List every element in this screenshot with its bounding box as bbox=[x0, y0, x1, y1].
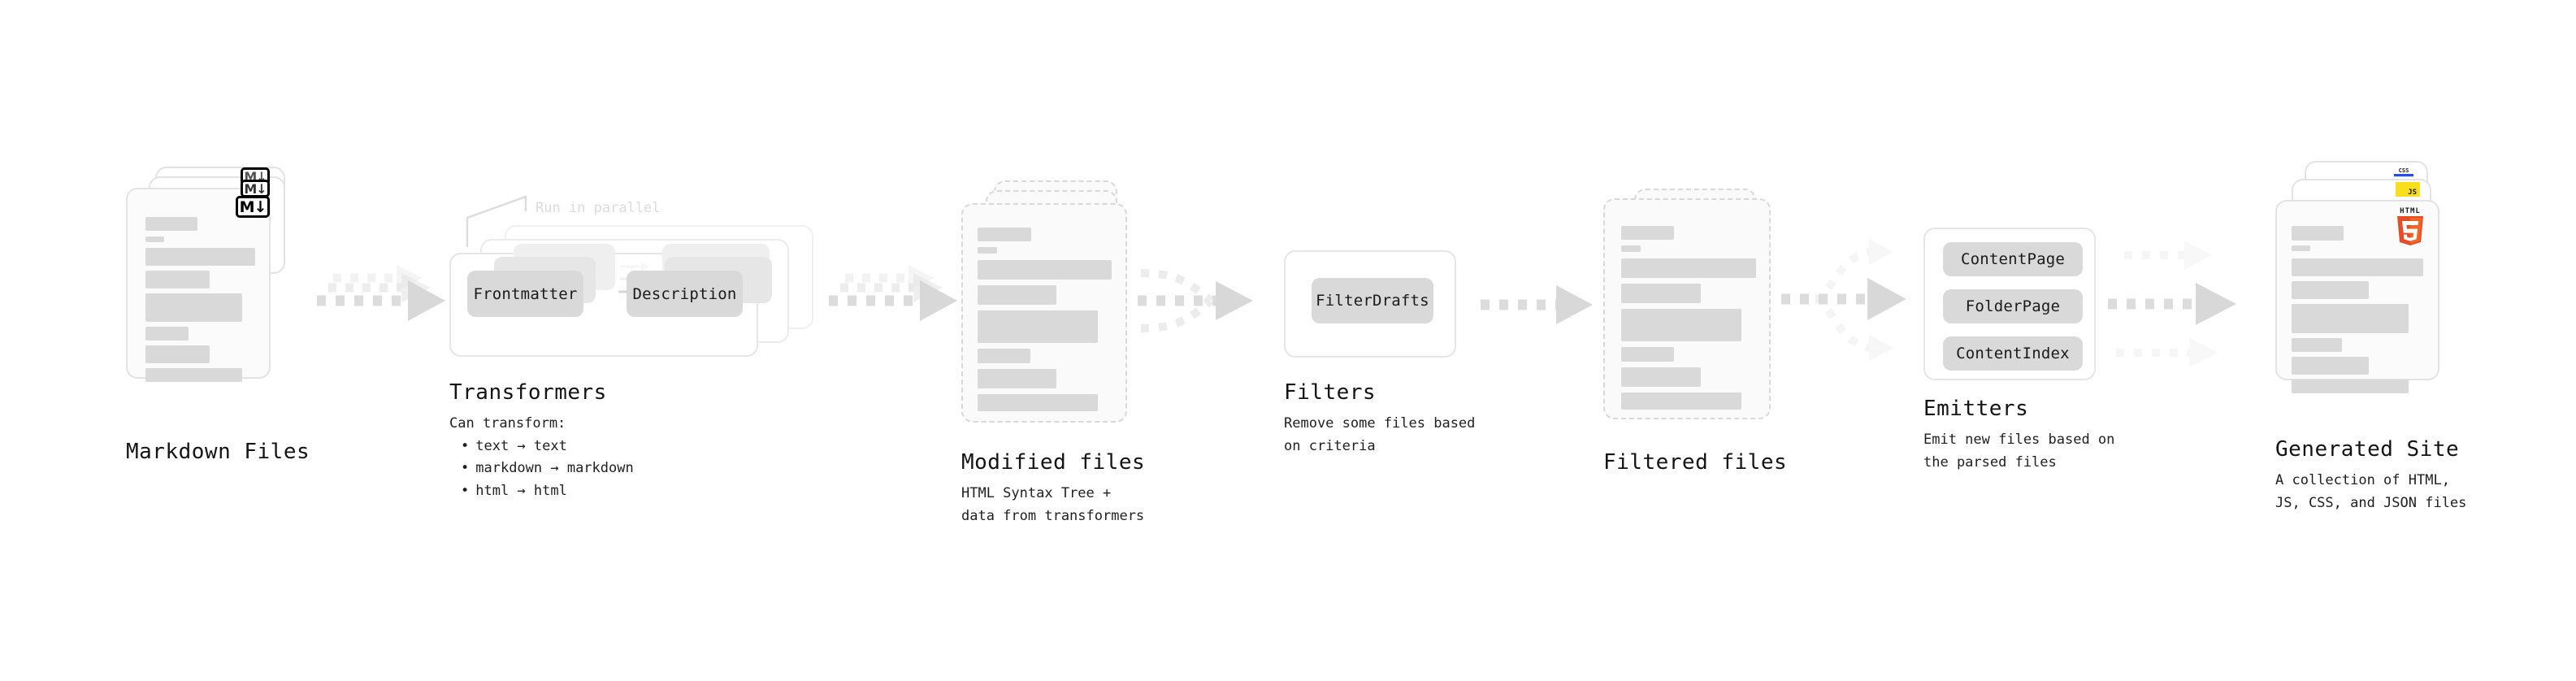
markdown-icon-back-1: M↓ bbox=[241, 180, 270, 197]
doc-bar bbox=[145, 271, 210, 288]
svg-text:JS: JS bbox=[2408, 189, 2417, 197]
connector-transformers-to-modified bbox=[829, 265, 957, 321]
doc-bar bbox=[978, 349, 1030, 363]
doc-bar bbox=[978, 260, 1112, 280]
doc-bar bbox=[2292, 226, 2344, 241]
transformers-description-head: Can transform: bbox=[449, 415, 566, 432]
filtered-files-stack bbox=[1603, 189, 1782, 440]
transformers-title: Transformers bbox=[449, 380, 607, 405]
generated-site-title: Generated Site bbox=[2275, 437, 2460, 462]
doc-bar bbox=[2292, 304, 2409, 333]
doc-bar bbox=[978, 228, 1031, 241]
run-in-parallel-label: Run in parallel bbox=[536, 200, 661, 216]
doc-bar bbox=[1621, 245, 1641, 252]
transformer-chip-description[interactable]: Description bbox=[627, 271, 743, 317]
filter-chip-filterdrafts[interactable]: FilterDrafts bbox=[1312, 278, 1433, 323]
transformers-capability-list: text → text markdown → markdown html → h… bbox=[449, 436, 634, 503]
doc-bar bbox=[2292, 258, 2423, 276]
generated-site-stack: CSS JS HTML bbox=[2275, 161, 2478, 429]
doc-bar bbox=[145, 217, 197, 231]
filters-subtitle: Remove some files based on criteria bbox=[1284, 415, 1476, 454]
filtered-card-front bbox=[1603, 198, 1771, 419]
filters-box: FilterDrafts bbox=[1284, 250, 1456, 358]
emitters-subtitle: Emit new files based on the parsed files bbox=[1923, 432, 2115, 471]
modified-card-body bbox=[963, 205, 1125, 421]
doc-bar bbox=[978, 285, 1056, 305]
css-icon: CSS bbox=[2394, 167, 2413, 177]
doc-bar bbox=[1621, 347, 1674, 362]
doc-bar bbox=[1621, 258, 1756, 278]
modified-card-front bbox=[961, 203, 1127, 423]
filtered-card-body bbox=[1605, 200, 1769, 418]
markdown-icon: M↓ bbox=[236, 196, 270, 218]
doc-bar bbox=[978, 247, 997, 254]
markdown-files-stack: M↓ M↓ M↓ bbox=[126, 167, 301, 423]
doc-bar bbox=[978, 394, 1098, 411]
emitters-box: ContentPage FolderPage ContentIndex bbox=[1923, 228, 2096, 380]
doc-bar bbox=[1621, 367, 1701, 387]
emitter-chip-contentindex[interactable]: ContentIndex bbox=[1943, 336, 2083, 371]
modified-files-title: Modified files bbox=[961, 450, 1146, 475]
markdown-card-front bbox=[126, 188, 271, 382]
markdown-icon-glyph: M↓ bbox=[244, 180, 267, 197]
doc-bar bbox=[145, 327, 189, 340]
doc-bar bbox=[2292, 338, 2342, 352]
svg-text:HTML: HTML bbox=[2400, 207, 2421, 215]
emitter-chip-folderpage[interactable]: FolderPage bbox=[1943, 289, 2083, 323]
doc-bar bbox=[1621, 309, 1741, 341]
transformers-capability-item: html → html bbox=[461, 480, 634, 503]
transformer-chip-frontmatter[interactable]: Frontmatter bbox=[467, 271, 583, 317]
doc-bar bbox=[145, 368, 242, 382]
svg-text:CSS: CSS bbox=[2399, 167, 2409, 174]
doc-bar bbox=[145, 293, 242, 322]
doc-bar bbox=[145, 248, 255, 266]
markdown-files-title: Markdown Files bbox=[126, 440, 310, 464]
doc-bar bbox=[1621, 226, 1674, 240]
doc-bar bbox=[145, 345, 210, 363]
generated-site-subtitle: A collection of HTML, JS, CSS, and JSON … bbox=[2275, 472, 2467, 511]
connector-filtered-to-emitters bbox=[1781, 239, 1906, 361]
doc-bar bbox=[1621, 393, 1741, 410]
emitters-title: Emitters bbox=[1923, 397, 2029, 421]
transformers-description: Can transform: text → text markdown → ma… bbox=[449, 413, 634, 502]
run-in-parallel-bracket bbox=[466, 195, 527, 247]
js-icon: JS bbox=[2396, 182, 2420, 197]
connector-markdown-to-transformers bbox=[317, 265, 445, 321]
html5-icon: HTML bbox=[2397, 207, 2423, 245]
doc-bar bbox=[978, 310, 1098, 343]
doc-bar bbox=[978, 369, 1056, 388]
doc-bar bbox=[2292, 281, 2369, 299]
generated-card-body bbox=[2277, 202, 2438, 393]
transformers-capability-item: markdown → markdown bbox=[461, 458, 633, 480]
connector-filters-to-filtered bbox=[1481, 285, 1593, 324]
filters-title: Filters bbox=[1284, 380, 1377, 405]
transformers-group: Run in parallel Frontmatter Description … bbox=[449, 195, 831, 366]
doc-bar bbox=[1621, 284, 1701, 303]
transformers-capability-item: text → text bbox=[461, 436, 634, 458]
emitter-chip-contentpage[interactable]: ContentPage bbox=[1943, 242, 2083, 276]
filtered-files-title: Filtered files bbox=[1603, 450, 1788, 475]
doc-bar bbox=[145, 236, 164, 242]
connector-emitters-to-site bbox=[2108, 241, 2236, 367]
modified-files-stack bbox=[961, 180, 1148, 440]
doc-bar bbox=[2292, 380, 2409, 393]
modified-files-subtitle: HTML Syntax Tree + data from transformer… bbox=[961, 485, 1145, 524]
doc-bar bbox=[2292, 245, 2310, 251]
connector-modified-to-filters bbox=[1138, 269, 1253, 332]
doc-bar bbox=[2292, 357, 2369, 375]
markdown-card-body bbox=[128, 189, 269, 382]
markdown-icon-glyph: M↓ bbox=[239, 197, 267, 216]
